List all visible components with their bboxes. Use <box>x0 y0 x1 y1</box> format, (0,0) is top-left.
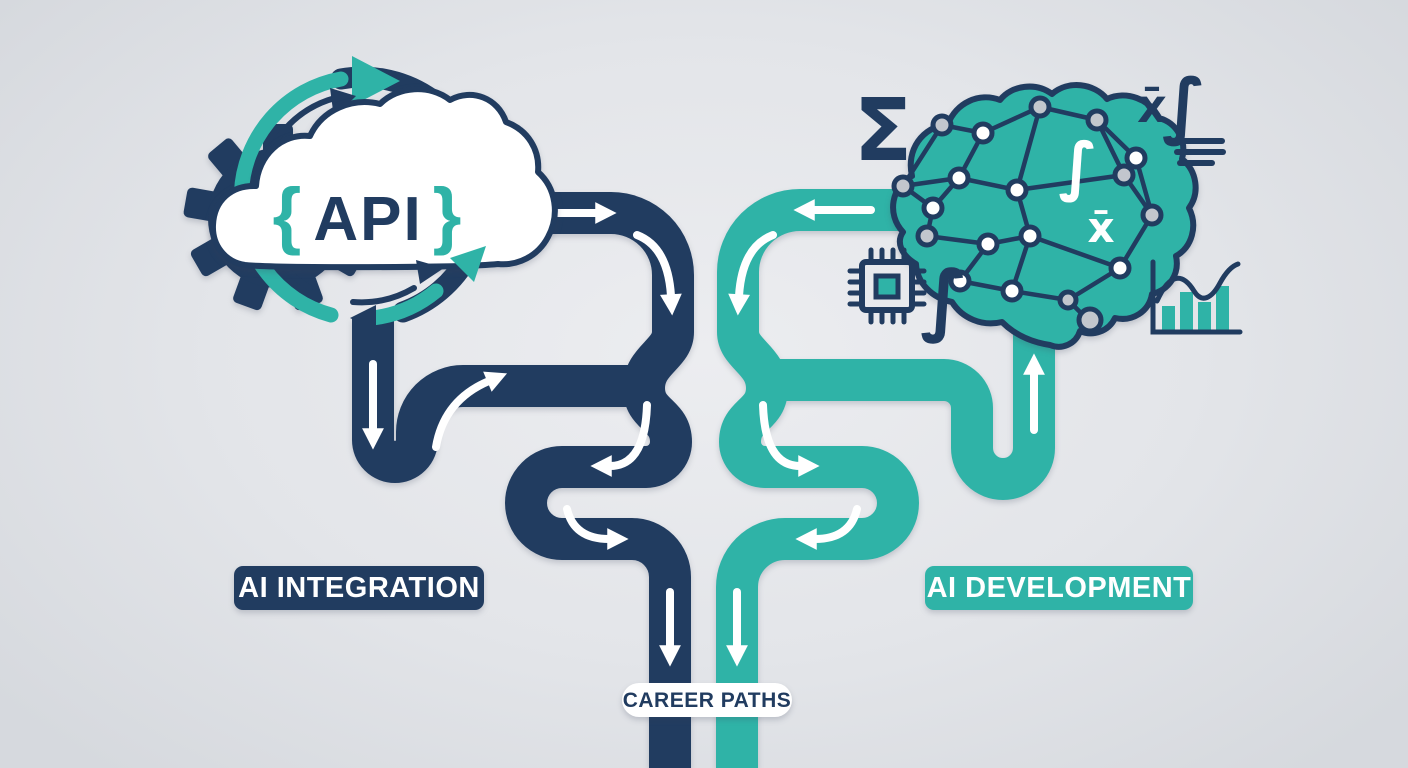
ai-integration-road <box>352 192 694 768</box>
development-flow-arrows <box>726 199 1045 667</box>
sigma-symbol: Σ <box>854 81 913 181</box>
triple-bar-icon <box>1174 138 1226 166</box>
integral-symbol-side: ∫ <box>920 255 968 345</box>
flow-arrow <box>432 371 508 451</box>
ai-integration-text: AI INTEGRATION <box>238 572 480 604</box>
chip-body <box>859 259 915 313</box>
ai-development-text: AI DEVELOPMENT <box>927 572 1192 604</box>
integral-symbol-inner: ∫ <box>1058 130 1097 204</box>
chart-axes <box>1150 259 1243 335</box>
sync-thin-arrowhead-left <box>350 305 376 331</box>
cloud-api-icon-group: {API} <box>183 56 558 331</box>
flow-arrow <box>563 505 629 550</box>
flow-arrow <box>759 401 820 477</box>
ai-development-label: AI DEVELOPMENT <box>925 566 1193 610</box>
neural-nodes <box>891 95 1164 334</box>
neural-links <box>901 104 1155 322</box>
api-brace-left: { <box>273 173 304 256</box>
ai-development-badge <box>925 566 1193 610</box>
sync-thin-arrowhead-ne <box>416 260 444 284</box>
flow-arrow <box>795 505 861 550</box>
integration-road-branch <box>352 318 650 483</box>
mean-symbol-top: x̄ <box>1137 79 1167 133</box>
api-brace-right: } <box>433 173 464 256</box>
api-text: API <box>313 185 422 254</box>
career-paths-label: CAREER PATHS <box>622 683 792 717</box>
bar-chart-icon <box>1150 259 1243 335</box>
mean-symbol-inner: x̄ <box>1087 203 1114 252</box>
cloud-shape <box>209 86 558 271</box>
brain-network-icon: ∫ x̄ <box>890 82 1199 350</box>
sync-arrow-bottom <box>350 246 486 331</box>
ai-development-road <box>716 189 1055 768</box>
ai-integration-label: AI INTEGRATION <box>234 566 484 610</box>
api-label: {API} <box>273 173 464 256</box>
career-paths-pill <box>622 683 792 717</box>
flow-arrow <box>590 401 651 477</box>
sync-arrowhead-top <box>352 56 400 106</box>
chip-icon <box>847 247 927 325</box>
flow-arrow <box>728 231 777 316</box>
integral-symbol-top: ∫ <box>1162 63 1206 147</box>
career-paths-text: CAREER PATHS <box>623 689 792 712</box>
flow-arrow <box>633 231 682 316</box>
development-road-branch <box>758 298 1055 500</box>
development-road-main <box>716 189 920 768</box>
ai-integration-badge <box>234 566 484 610</box>
sync-arrowhead-ne <box>450 246 486 282</box>
sync-thin-arrow-bottom <box>350 285 417 306</box>
chip-core <box>873 273 901 300</box>
trend-line <box>1154 261 1241 304</box>
sync-arc-teal-bottom <box>364 283 444 326</box>
integration-road-main <box>470 192 694 768</box>
